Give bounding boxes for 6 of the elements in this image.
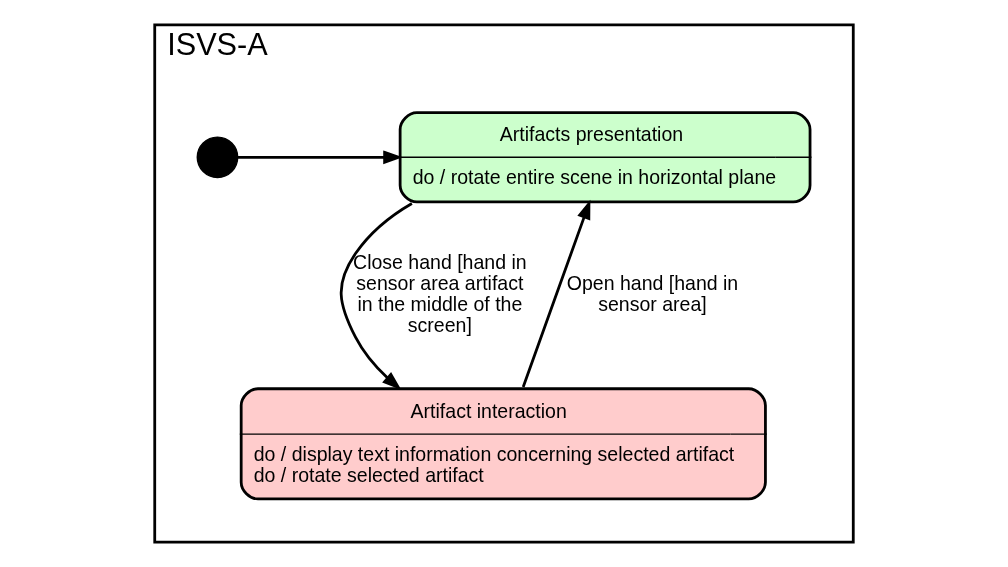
- edge-label: Open hand [hand in sensor area]: [566, 272, 739, 315]
- arrow: [339, 202, 413, 390]
- node-circle: [196, 136, 239, 179]
- arrow: [521, 199, 591, 388]
- edge-label: Close hand [hand in sensor area artifact in the middle of the screen]: [353, 251, 527, 336]
- arrow: [237, 150, 403, 165]
